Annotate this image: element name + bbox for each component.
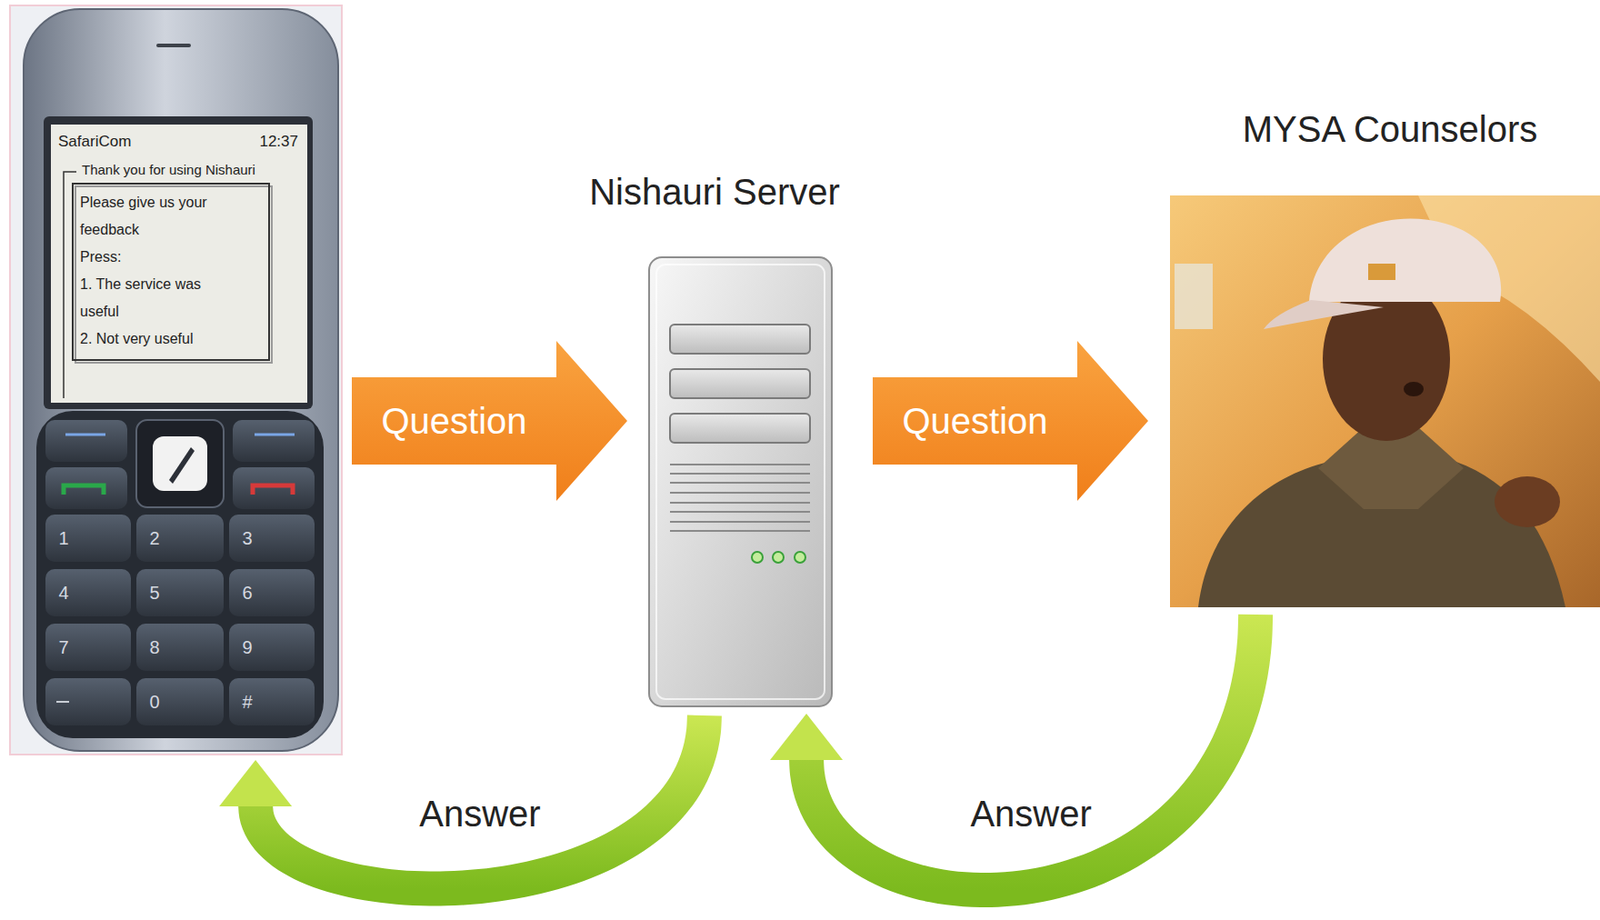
key-digit: 3 xyxy=(241,528,252,550)
server-illustration xyxy=(649,257,832,707)
curved-arrow-shaft xyxy=(806,614,1256,890)
number-key xyxy=(229,569,315,617)
node-title: MYSA Counselors xyxy=(1242,107,1539,151)
soft-key-mark xyxy=(65,433,106,437)
number-key xyxy=(229,623,315,671)
question-arrow xyxy=(351,340,628,501)
number-key xyxy=(136,623,224,671)
screen-option: 1. The service was useful xyxy=(80,270,230,326)
key-digit: 8 xyxy=(149,637,160,659)
edge-label: Answer xyxy=(419,793,540,835)
photo-background xyxy=(1170,195,1600,608)
phone-illustration xyxy=(10,5,342,755)
screen-option: 2. Not very useful xyxy=(80,325,230,353)
nav-key-center xyxy=(152,436,208,491)
dialog-box xyxy=(72,183,270,360)
number-key xyxy=(136,514,224,562)
screen-prompt: Press: xyxy=(80,243,230,271)
key-digit: 1 xyxy=(58,528,69,550)
number-key xyxy=(45,623,131,671)
key-digit: 5 xyxy=(149,582,160,604)
key-digit: 0 xyxy=(149,691,160,713)
end-key xyxy=(232,467,315,510)
call-key-mark xyxy=(63,485,104,495)
nav-key xyxy=(136,420,224,508)
answer-arrow xyxy=(770,614,1256,890)
cap xyxy=(1309,219,1501,302)
number-keys xyxy=(45,514,315,726)
screen-bezel xyxy=(43,116,313,410)
number-key xyxy=(136,569,224,617)
soft-key-mark xyxy=(254,433,295,437)
cap-brim xyxy=(1263,300,1384,330)
key-digit: 4 xyxy=(58,582,69,604)
server-case xyxy=(649,257,832,707)
phone-earpiece xyxy=(156,43,191,48)
key-digit: 2 xyxy=(149,528,160,550)
key-digit: 9 xyxy=(241,637,252,659)
edge-label: Question xyxy=(380,400,527,442)
nav-key-mark xyxy=(169,447,195,484)
status-light xyxy=(772,551,784,563)
counselor-photo xyxy=(1170,195,1600,608)
number-key xyxy=(229,514,315,562)
drive-bay xyxy=(670,369,810,399)
edge-label: Answer xyxy=(970,793,1091,835)
number-key xyxy=(229,678,315,726)
keypad-panel xyxy=(36,410,324,739)
screen-heading: Thank you for using Nishauri xyxy=(78,161,260,179)
key-digit: 6 xyxy=(241,582,252,604)
counselor-node: MYSA Counselors xyxy=(1170,195,1600,608)
cap-logo xyxy=(1368,263,1396,280)
key-digit: 7 xyxy=(58,637,69,659)
call-key xyxy=(45,467,128,510)
notice-paper xyxy=(1174,263,1213,330)
drive-bay xyxy=(670,324,810,354)
clock-time: 12:37 xyxy=(259,132,299,151)
vent-lines xyxy=(670,464,810,531)
arrow-head xyxy=(219,760,292,807)
carrier-name: SafariCom xyxy=(58,132,131,151)
node-title: Nishauri Server xyxy=(589,170,840,214)
status-light xyxy=(751,551,763,563)
phone-screen xyxy=(50,124,308,403)
server-bevel xyxy=(656,264,825,700)
arrow-head xyxy=(770,713,843,760)
number-key xyxy=(45,678,131,726)
key-digit: # xyxy=(241,691,252,713)
edge-label: Question xyxy=(901,400,1048,442)
curved-arrow-shaft xyxy=(255,715,705,890)
hand xyxy=(1494,476,1560,528)
soft-key xyxy=(45,420,128,462)
answer-arrow xyxy=(219,715,705,890)
screen-frame xyxy=(63,171,77,399)
dialog-shadow xyxy=(75,186,272,363)
end-key-mark xyxy=(252,485,293,495)
soft-key xyxy=(232,420,315,462)
star-key-mark xyxy=(56,700,70,703)
number-key xyxy=(136,678,224,726)
screen-prompt: Please give us your feedback xyxy=(80,189,230,244)
phone-body xyxy=(23,9,339,751)
block-arrow xyxy=(351,340,628,501)
status-light xyxy=(794,551,806,563)
number-key xyxy=(45,514,131,562)
server-node: Nishauri Server xyxy=(649,257,832,707)
drive-bay xyxy=(670,413,810,443)
question-arrow xyxy=(872,340,1149,501)
number-key xyxy=(45,569,131,617)
block-arrow xyxy=(872,340,1149,501)
phone-background xyxy=(10,5,342,755)
mouth xyxy=(1403,381,1424,397)
